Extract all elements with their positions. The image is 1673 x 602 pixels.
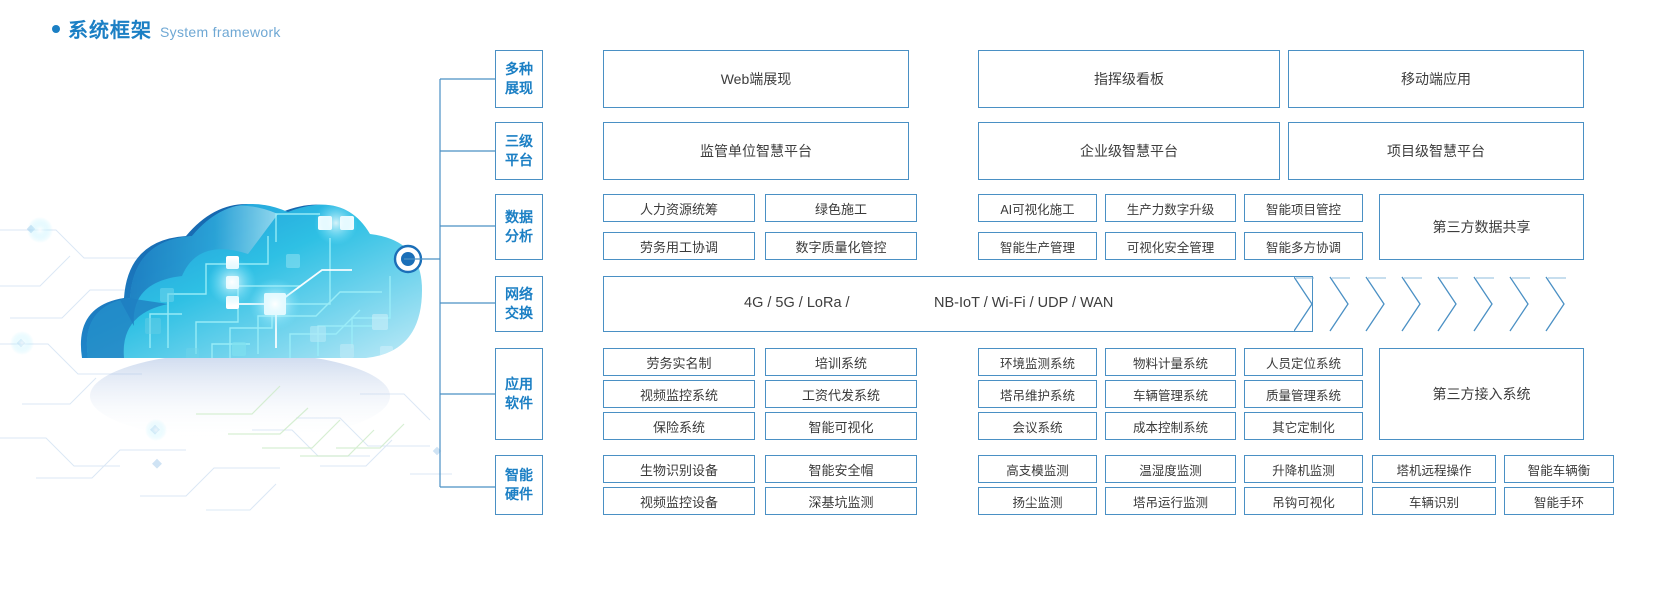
box-payroll-system[interactable]: 工资代发系统 <box>765 380 917 408</box>
box-insurance-system[interactable]: 保险系统 <box>603 412 755 440</box>
box-tower-crane-operation-monitoring[interactable]: 塔吊运行监测 <box>1105 487 1236 515</box>
cloud-computing-illustration <box>0 118 460 518</box>
box-dust-monitoring[interactable]: 扬尘监测 <box>978 487 1097 515</box>
box-deep-foundation-pit-monitoring[interactable]: 深基坑监测 <box>765 487 917 515</box>
row-label-line1: 数据 <box>505 209 533 226</box>
box-video-surveillance-device[interactable]: 视频监控设备 <box>603 487 755 515</box>
box-hook-visualization[interactable]: 吊钩可视化 <box>1244 487 1363 515</box>
row-label-smart-hardware: 智能 硬件 <box>495 455 543 515</box>
row-label-line1: 网络 <box>505 286 533 303</box>
row-label-line2: 平台 <box>505 152 533 168</box>
box-visual-safety-mgmt[interactable]: 可视化安全管理 <box>1105 232 1236 260</box>
box-green-construction[interactable]: 绿色施工 <box>765 194 917 222</box>
row-label-network-exchange: 网络 交换 <box>495 276 543 332</box>
bracket-connector <box>404 50 500 520</box>
row-application-software: 应用 软件 劳务实名制 培训系统 视频监控系统 工资代发系统 保险系统 智能可视… <box>495 348 1584 440</box>
network-protocol-text-right: NB-IoT / Wi-Fi / UDP / WAN <box>934 295 1114 311</box>
box-smart-helmet[interactable]: 智能安全帽 <box>765 455 917 483</box>
box-material-metering-system[interactable]: 物料计量系统 <box>1105 348 1236 376</box>
box-elevator-monitoring[interactable]: 升降机监测 <box>1244 455 1363 483</box>
row-label-line2: 软件 <box>505 395 533 411</box>
bullet-dot-icon <box>52 25 60 33</box>
box-supervision-platform[interactable]: 监管单位智慧平台 <box>603 122 909 180</box>
box-smart-vehicle-scale[interactable]: 智能车辆衡 <box>1504 455 1614 483</box>
row-network-exchange: 网络 交换 4G / 5G / LoRa / NB-IoT / Wi-Fi / … <box>495 276 1566 332</box>
box-mobile-app[interactable]: 移动端应用 <box>1288 50 1584 108</box>
box-digital-quality-control[interactable]: 数字质量化管控 <box>765 232 917 260</box>
box-other-customization[interactable]: 其它定制化 <box>1244 412 1363 440</box>
row-label-line2: 展现 <box>505 80 533 96</box>
row-label-presentation: 多种 展现 <box>495 50 543 108</box>
page-title: 系统框架 System framework <box>52 14 281 43</box>
box-training-system[interactable]: 培训系统 <box>765 348 917 376</box>
page-title-en: System framework <box>160 24 281 40</box>
row-label-line2: 交换 <box>505 305 533 321</box>
row-label-line1: 应用 <box>505 376 533 393</box>
row-label-line1: 智能 <box>505 467 533 484</box>
box-tower-remote-operation[interactable]: 塔机远程操作 <box>1372 455 1496 483</box>
box-labor-real-name[interactable]: 劳务实名制 <box>603 348 755 376</box>
box-hr-coordination[interactable]: 人力资源统筹 <box>603 194 755 222</box>
box-meeting-system[interactable]: 会议系统 <box>978 412 1097 440</box>
box-personnel-positioning-system[interactable]: 人员定位系统 <box>1244 348 1363 376</box>
box-smart-wristband[interactable]: 智能手环 <box>1504 487 1614 515</box>
box-third-party-access-system[interactable]: 第三方接入系统 <box>1379 348 1584 440</box>
box-temperature-humidity-monitoring[interactable]: 温湿度监测 <box>1105 455 1236 483</box>
network-protocol-bar[interactable] <box>603 276 1313 332</box>
box-enterprise-platform[interactable]: 企业级智慧平台 <box>978 122 1280 180</box>
box-video-surveillance-system[interactable]: 视频监控系统 <box>603 380 755 408</box>
box-cost-control-system[interactable]: 成本控制系统 <box>1105 412 1236 440</box>
box-biometric-device[interactable]: 生物识别设备 <box>603 455 755 483</box>
row-presentation: 多种 展现 Web端展现 指挥级看板 移动端应用 <box>495 50 1584 108</box>
box-tower-crane-maintenance-system[interactable]: 塔吊维护系统 <box>978 380 1097 408</box>
row-data-analysis: 数据 分析 人力资源统筹 绿色施工 劳务用工协调 数字质量化管控 AI可视化施工… <box>495 194 1584 260</box>
box-quality-management-system[interactable]: 质量管理系统 <box>1244 380 1363 408</box>
box-productivity-digital-upgrade[interactable]: 生产力数字升级 <box>1105 194 1236 222</box>
row-label-line1: 三级 <box>505 133 533 150</box>
row-label-application-software: 应用 软件 <box>495 348 543 440</box>
box-third-party-data-sharing[interactable]: 第三方数据共享 <box>1379 194 1584 260</box>
box-smart-production-mgmt[interactable]: 智能生产管理 <box>978 232 1097 260</box>
row-smart-hardware: 智能 硬件 生物识别设备 智能安全帽 视频监控设备 深基坑监测 高支模监测 温湿… <box>495 455 1630 515</box>
flow-chevrons-icon <box>1293 276 1594 332</box>
row-label-line1: 多种 <box>505 61 533 78</box>
box-smart-project-control[interactable]: 智能项目管控 <box>1244 194 1363 222</box>
box-web-display[interactable]: Web端展现 <box>603 50 909 108</box>
box-labor-coordination[interactable]: 劳务用工协调 <box>603 232 755 260</box>
box-vehicle-management-system[interactable]: 车辆管理系统 <box>1105 380 1236 408</box>
network-protocol-text-left: 4G / 5G / LoRa / <box>744 295 850 311</box>
box-environment-monitoring-system[interactable]: 环境监测系统 <box>978 348 1097 376</box>
box-ai-visual-construction[interactable]: AI可视化施工 <box>978 194 1097 222</box>
row-platform: 三级 平台 监管单位智慧平台 企业级智慧平台 项目级智慧平台 <box>495 122 1584 180</box>
box-project-platform[interactable]: 项目级智慧平台 <box>1288 122 1584 180</box>
box-vehicle-recognition[interactable]: 车辆识别 <box>1372 487 1496 515</box>
box-smart-visualization[interactable]: 智能可视化 <box>765 412 917 440</box>
box-smart-multiparty-coordination[interactable]: 智能多方协调 <box>1244 232 1363 260</box>
row-label-data-analysis: 数据 分析 <box>495 194 543 260</box>
row-label-line2: 分析 <box>505 228 533 244</box>
box-command-dashboard[interactable]: 指挥级看板 <box>978 50 1280 108</box>
row-label-platform: 三级 平台 <box>495 122 543 180</box>
row-label-line2: 硬件 <box>505 486 533 502</box>
page-title-cn: 系统框架 <box>68 20 152 42</box>
box-high-formwork-monitoring[interactable]: 高支模监测 <box>978 455 1097 483</box>
